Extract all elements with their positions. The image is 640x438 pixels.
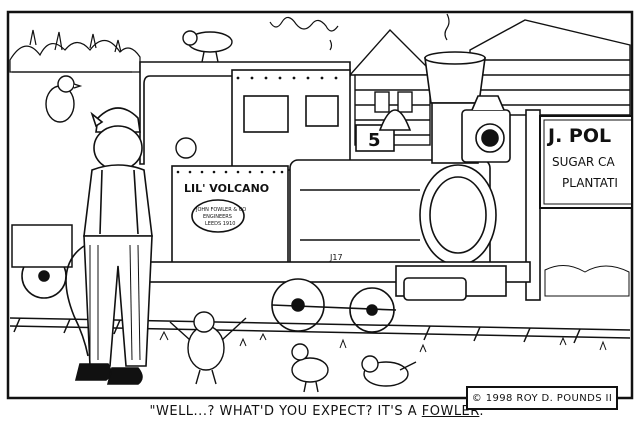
plantation-building [469, 19, 631, 116]
cat-engineer [65, 107, 153, 385]
bird-ground-3 [361, 355, 417, 387]
sign-line-2: SUGAR CA [552, 155, 615, 169]
sign-line-3: PLANTATI [562, 176, 618, 190]
caption-emphasis: FOWLER [421, 404, 480, 419]
wagon [11, 224, 73, 268]
buffer-text: J17 [329, 253, 343, 262]
bird-on-roof [182, 30, 233, 63]
bird-on-post [45, 75, 83, 123]
builder-plate-line-3: LEEDS 1910 [205, 221, 235, 227]
locomotive: 5 LIL' VOLCANO JOHN FOWLER & CO ENGINEER… [21, 51, 531, 333]
caption-after: ." [479, 404, 491, 419]
bird-in-cab [175, 137, 197, 159]
steam-puffs [269, 13, 450, 51]
engine-number: 5 [368, 130, 381, 151]
bird-ground-1 [169, 311, 247, 385]
ground-grass [159, 265, 630, 353]
background-foliage [9, 29, 141, 73]
caption: "WELL...? WHAT'D YOU EXPECT? IT'S A FOWL… [0, 404, 640, 419]
builder-plate-line-1: JOHN FOWLER & CO [195, 207, 246, 213]
copyright-credit: © 1998 ROY D. POUNDS II [466, 386, 618, 410]
sign-line-1: J. POL [546, 125, 611, 147]
plantation-sign: J. POL SUGAR CA PLANTATI [525, 109, 633, 301]
tank-name: LIL' VOLCANO [184, 182, 269, 195]
builder-plate-line-2: ENGINEERS [203, 214, 232, 220]
caption-before: "WELL...? WHAT'D YOU EXPECT? IT'S A [149, 404, 422, 419]
bird-ground-2 [291, 343, 329, 393]
